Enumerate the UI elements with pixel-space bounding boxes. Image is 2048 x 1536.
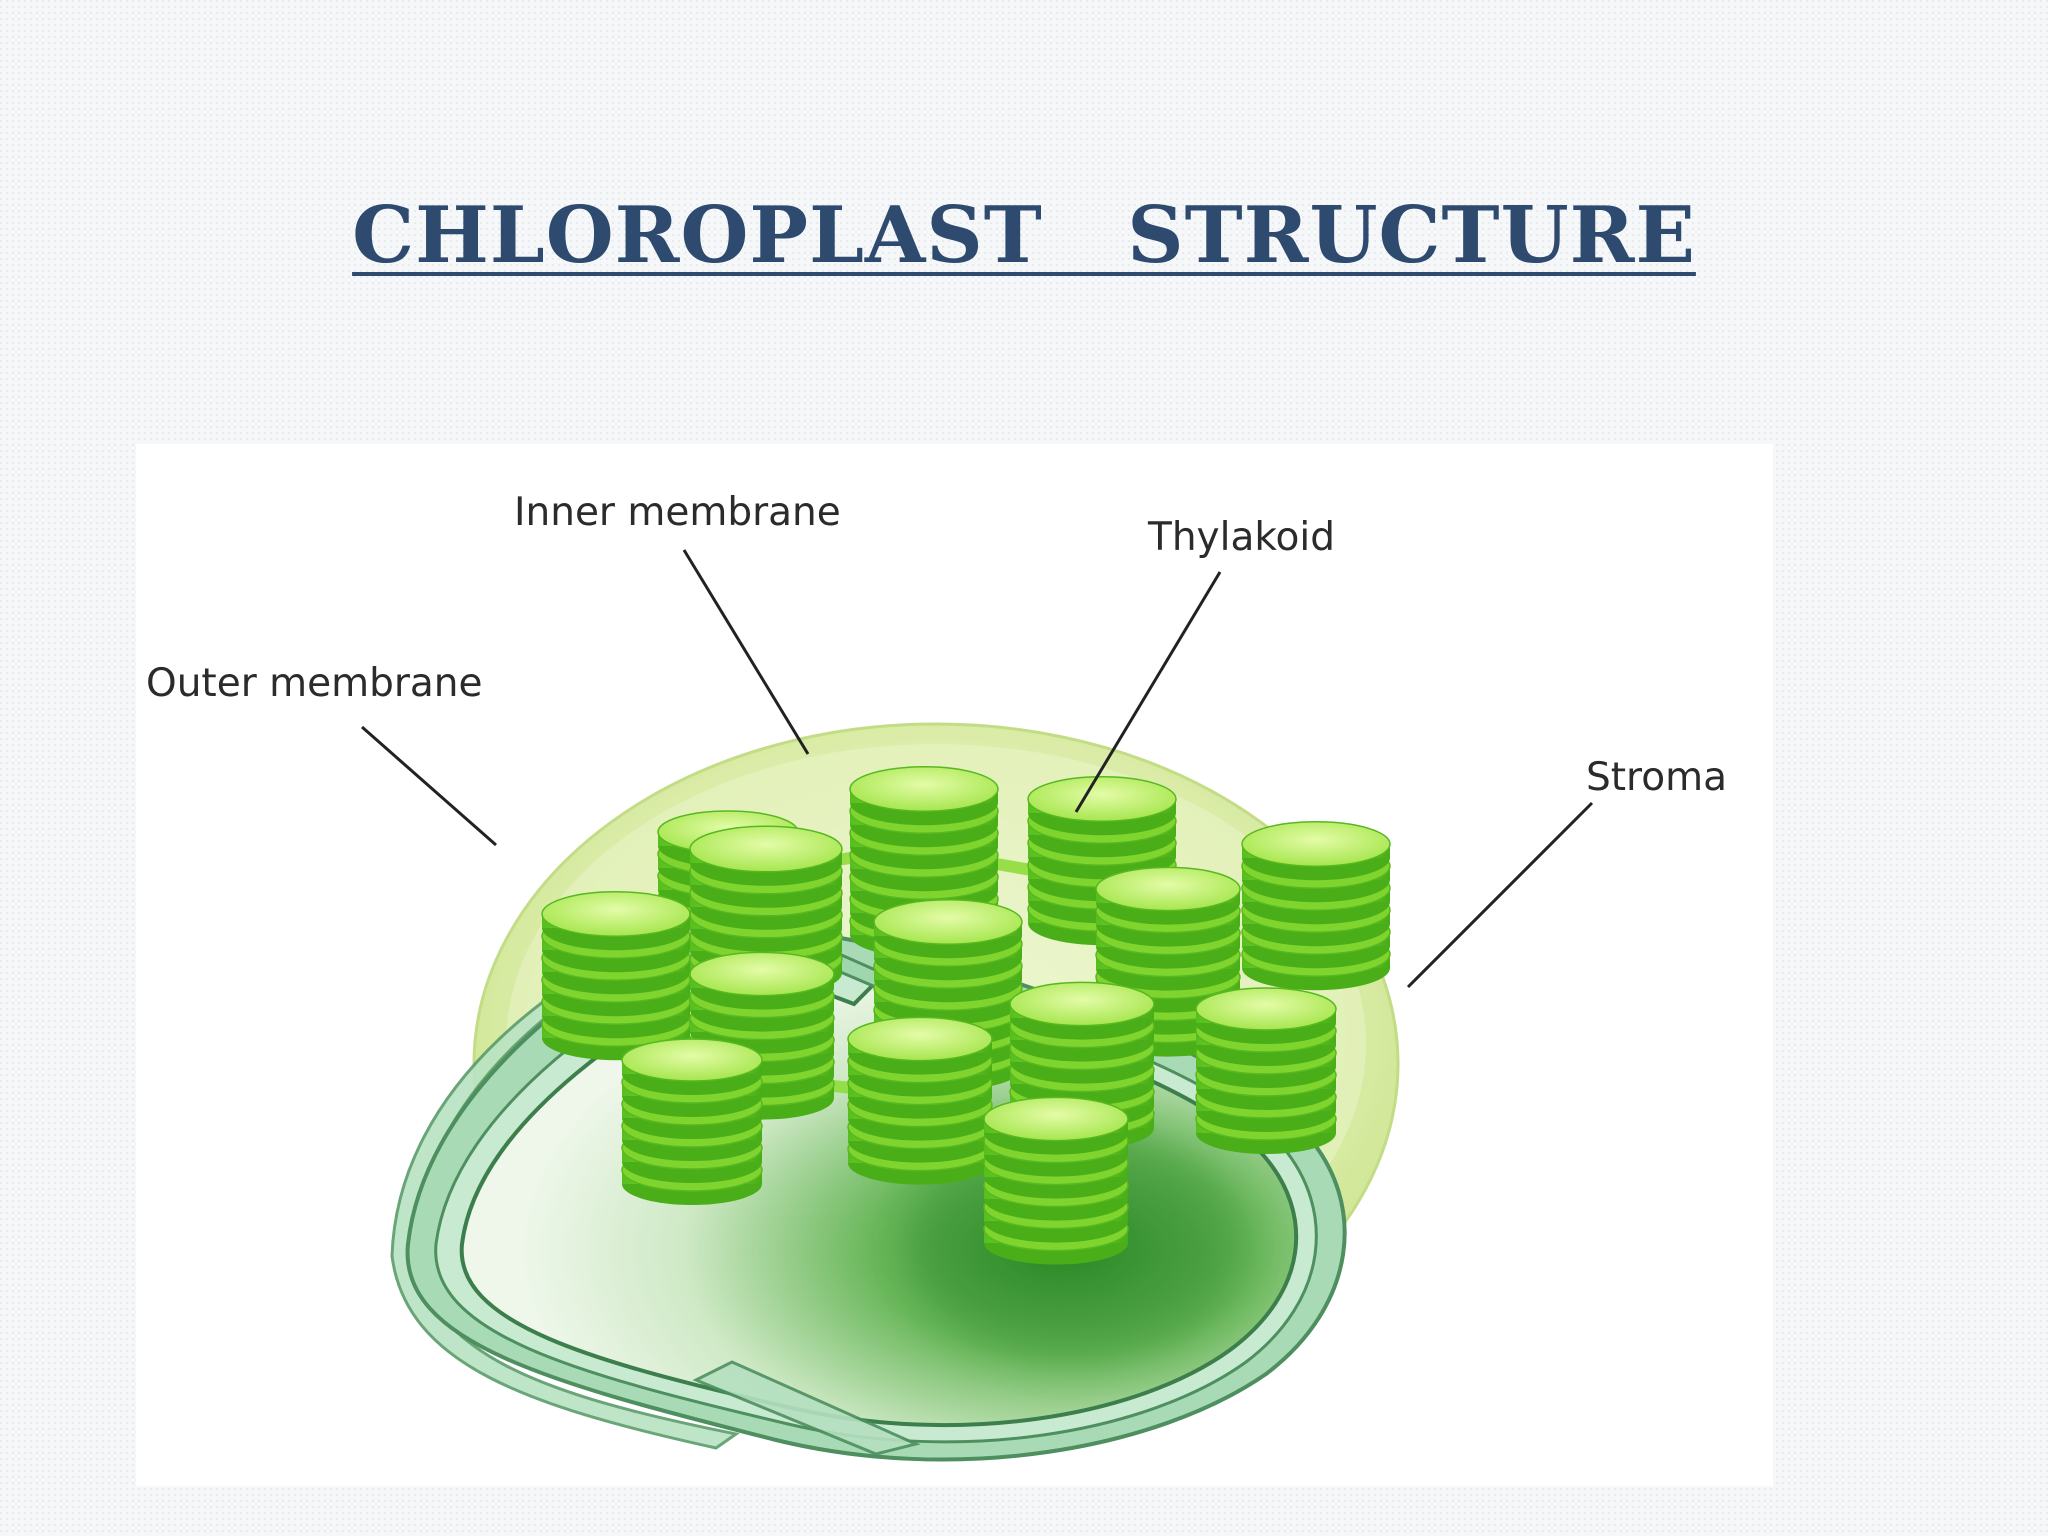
chloroplast-illustration: Inner membrane Thylakoid Outer membrane …: [146, 490, 1727, 1462]
inner-membrane-label: Inner membrane: [514, 490, 841, 535]
inner-membrane-leader: [682, 549, 810, 755]
granum: [541, 891, 691, 1061]
grana-stacks: [541, 766, 1391, 1265]
thylakoid-label: Thylakoid: [1147, 515, 1335, 560]
outer-membrane-leader: [361, 725, 497, 847]
granum: [1241, 821, 1391, 991]
stroma-label: Stroma: [1586, 755, 1727, 800]
outer-membrane-label: Outer membrane: [146, 661, 483, 706]
thylakoid-leader: [1074, 571, 1222, 813]
stroma-leader: [1406, 801, 1594, 989]
granum: [983, 1096, 1129, 1265]
chloroplast-diagram: Inner membrane Thylakoid Outer membrane …: [136, 444, 1773, 1486]
callout-lines: [361, 549, 1594, 989]
granum: [621, 1038, 763, 1205]
granum: [847, 1016, 993, 1185]
slide-title: CHLOROPLAST STRUCTURE: [352, 190, 1696, 281]
granum: [1195, 987, 1337, 1154]
